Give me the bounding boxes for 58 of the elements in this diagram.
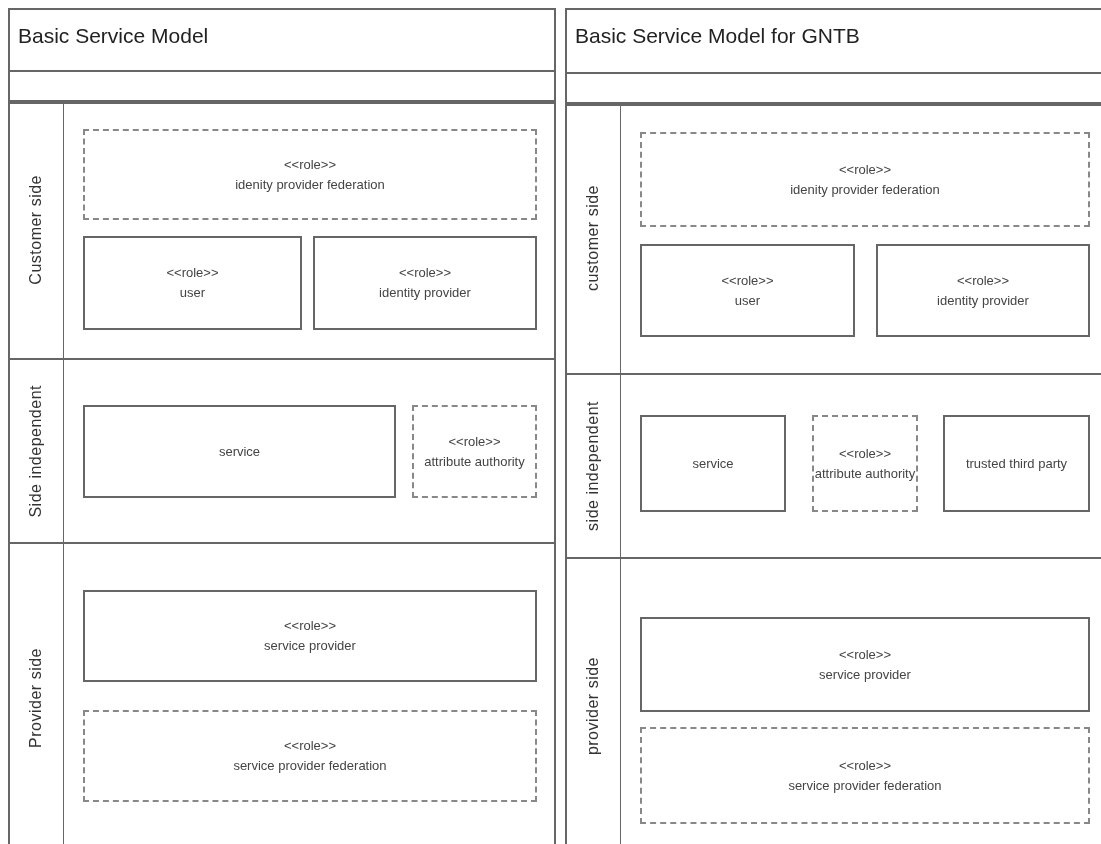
swimlane [8, 542, 556, 844]
role-name: attribute authority [814, 464, 916, 483]
role-name: attribute authority [424, 452, 525, 471]
role-box [640, 617, 1090, 712]
role-name: idenity provider federation [790, 180, 940, 199]
swimlane [565, 557, 1101, 844]
role-name: service [692, 454, 734, 473]
role-box [640, 244, 855, 337]
stereotype-label: <<role>> [838, 645, 891, 664]
lane-title: provider side [582, 657, 602, 756]
dashed-role-box [412, 405, 537, 498]
lane-title: Side independent [25, 384, 45, 518]
swimlane [8, 100, 556, 358]
swimlane [8, 358, 556, 542]
stereotype-label: <<role>> [398, 264, 451, 282]
lane-title: customer side [582, 185, 602, 292]
lane-title: side independent [582, 401, 602, 531]
stereotype-label: <<role>> [166, 264, 219, 282]
role-box [640, 415, 786, 512]
panel-title: Basic Service Model for GNTB [575, 24, 860, 48]
role-box [83, 405, 396, 498]
lane-title: Customer side [25, 175, 45, 285]
role-box [313, 236, 537, 330]
dashed-role-box [640, 132, 1090, 227]
panel-title: Basic Service Model [18, 24, 209, 48]
stereotype-label: <<role>> [283, 155, 336, 174]
role-name: idenity provider federation [235, 175, 385, 194]
dashed-role-box [83, 710, 537, 802]
role-box [876, 244, 1090, 337]
stereotype-label: <<role>> [283, 737, 336, 755]
swimlane [565, 102, 1101, 373]
role-name: user [179, 284, 206, 302]
lane-title: Provider side [25, 648, 45, 748]
role-box [83, 236, 302, 330]
stereotype-label: <<role>> [448, 432, 501, 451]
role-name: identity provider [937, 291, 1029, 310]
swimlane [565, 373, 1101, 557]
stereotype-label: <<role>> [838, 756, 891, 775]
role-name: user [734, 291, 761, 310]
role-name: service provider federation [788, 776, 942, 795]
role-name: service provider [264, 637, 356, 655]
stereotype-label: <<role>> [838, 160, 891, 179]
dashed-role-box [640, 727, 1090, 824]
dashed-role-box [812, 415, 918, 512]
role-box [943, 415, 1090, 512]
dashed-role-box [83, 129, 537, 220]
role-name: identity provider [379, 284, 471, 302]
role-name: service provider federation [233, 757, 387, 775]
role-name: trusted third party [965, 454, 1068, 473]
stereotype-label: <<role>> [283, 617, 336, 635]
stereotype-label: <<role>> [956, 271, 1009, 290]
stereotype-label: <<role>> [721, 271, 774, 290]
role-box [83, 590, 537, 682]
stereotype-label: <<role>> [838, 444, 891, 463]
diagram-panel [565, 8, 1101, 844]
role-name: service [218, 442, 261, 461]
diagram-panel [8, 8, 556, 844]
role-name: service provider [819, 665, 911, 684]
